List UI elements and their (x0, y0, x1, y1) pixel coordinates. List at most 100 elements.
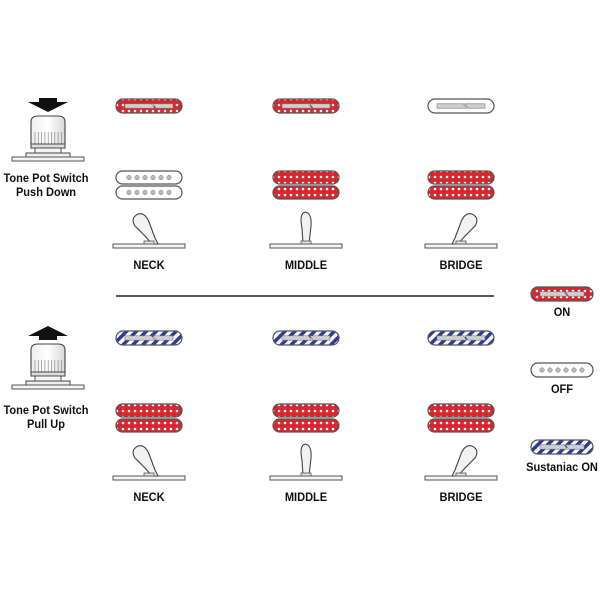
knob-body (11, 115, 85, 162)
push-down-label-line2: Push Down (15, 185, 77, 199)
up-arrow-icon (28, 326, 68, 340)
humbucker-coil (272, 170, 340, 185)
blade-right (464, 103, 486, 109)
pole-piece (166, 189, 172, 196)
blade-left (281, 335, 313, 341)
position-label-middle: MIDDLE (284, 258, 328, 272)
knob-body (11, 343, 85, 390)
selector-switch-middle (269, 443, 343, 481)
selector-switch-bridge (424, 213, 498, 249)
switch-lever-base (300, 472, 312, 477)
legend-label-sustaniac: Sustaniac ON (526, 460, 598, 474)
position-label-neck: NECK (133, 258, 165, 272)
pole-piece (134, 174, 140, 181)
legend-label-on: ON (553, 305, 571, 319)
switch-plate (269, 243, 343, 249)
single-coil-pickup-bridge (427, 98, 495, 114)
switch-lever-base (143, 472, 155, 477)
switch-lever-tip (132, 213, 159, 245)
blade-left (436, 103, 468, 109)
switch-plate (112, 243, 186, 249)
switch-plate (424, 243, 498, 249)
single-coil-pickup-neck (115, 98, 183, 114)
single-coil-pickup-neck (115, 330, 183, 346)
pole-piece (158, 174, 164, 181)
humbucker-coil (427, 185, 495, 200)
blade-left (281, 103, 313, 109)
down-arrow-icon (28, 98, 68, 112)
pole-piece (579, 367, 585, 373)
humbucker-coil (272, 403, 340, 418)
knob-skirt (30, 143, 66, 149)
knob-plate (25, 152, 71, 158)
arrow-head (28, 102, 68, 112)
pole-piece (539, 367, 545, 373)
blade-left (436, 335, 468, 341)
single-coil-pickup-middle (272, 98, 340, 114)
position-label-bridge: BRIDGE (439, 490, 483, 504)
position-label-neck: NECK (133, 490, 165, 504)
switch-plate (269, 475, 343, 481)
knob-collar (34, 375, 62, 382)
selector-switch-neck (112, 445, 186, 481)
switch-lever-tip (132, 445, 159, 477)
pole-piece (142, 174, 148, 181)
blade-left (124, 335, 156, 341)
blade-right (309, 103, 331, 109)
pole-piece (555, 367, 561, 373)
humbucker-coil (115, 170, 183, 185)
humbucker-pickup-neck (115, 170, 183, 200)
mounting-plate (11, 384, 85, 390)
switch-lever-tip (300, 443, 312, 477)
legend-swatch-sustaniac (530, 439, 594, 455)
knob-cap (30, 343, 66, 375)
pole-piece (134, 189, 140, 196)
humbucker-pickup-middle (272, 403, 340, 433)
switch-lever-base (455, 472, 467, 477)
pole-piece (126, 189, 132, 196)
humbucker-coil (115, 418, 183, 433)
pull-up-label-line1: Tone Pot Switch (3, 403, 89, 417)
knob-collar (34, 147, 62, 154)
arrow-head (28, 326, 68, 336)
switch-lever-tip (451, 445, 478, 477)
blade-right (152, 335, 174, 341)
humbucker-coil (427, 170, 495, 185)
pole-piece (126, 174, 132, 181)
pole-piece (142, 189, 148, 196)
humbucker-coil (272, 185, 340, 200)
knob-skirt (30, 371, 66, 377)
tone-pot-knob-push-down (11, 98, 85, 162)
legend-label-off: OFF (550, 382, 574, 396)
blade-left (124, 103, 156, 109)
pole-piece (166, 174, 172, 181)
arrow-shaft (39, 336, 57, 340)
blade-right (564, 291, 585, 297)
legend-swatch-on (530, 286, 594, 302)
switch-plate (112, 475, 186, 481)
switch-lever-tip (300, 211, 312, 245)
mounting-plate (11, 156, 85, 162)
single-coil-pickup-bridge (427, 330, 495, 346)
selector-switch-bridge (424, 445, 498, 481)
blade-left (539, 291, 568, 297)
push-down-label-line1: Tone Pot Switch (3, 171, 89, 185)
knob-cap (30, 115, 66, 147)
blade-right (564, 444, 585, 450)
humbucker-coil (115, 185, 183, 200)
selector-switch-neck (112, 213, 186, 249)
legend-swatch-off (530, 362, 594, 378)
selector-switch-middle (269, 211, 343, 249)
switch-lever-base (300, 240, 312, 245)
switch-lever-tip (451, 213, 478, 245)
position-label-middle: MIDDLE (284, 490, 328, 504)
pole-piece (547, 367, 553, 373)
position-label-bridge: BRIDGE (439, 258, 483, 272)
humbucker-coil (115, 403, 183, 418)
pole-piece (150, 174, 156, 181)
pickup-body (530, 362, 594, 378)
humbucker-coil (427, 403, 495, 418)
switch-lever-base (143, 240, 155, 245)
